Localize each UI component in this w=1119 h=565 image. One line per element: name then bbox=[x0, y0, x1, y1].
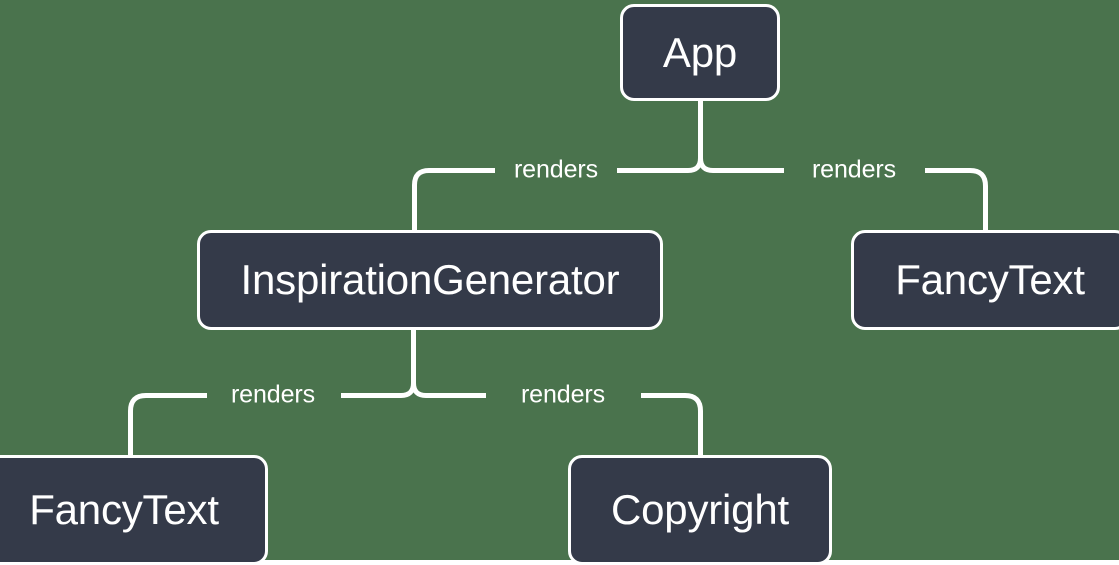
node-inspiration-generator-label: InspirationGenerator bbox=[240, 256, 620, 303]
edge-app-to-fancytext-right-tail bbox=[925, 168, 988, 230]
edge-label-app-to-fancytext-right: renders bbox=[811, 155, 897, 184]
node-inspiration-generator[interactable]: InspirationGenerator bbox=[197, 230, 663, 330]
edge-app-to-fancytext-right bbox=[698, 157, 784, 173]
node-app-label: App bbox=[662, 28, 738, 76]
node-app[interactable]: App bbox=[620, 4, 780, 101]
edge-inspgen-to-fancytext-bottom-tail bbox=[128, 393, 207, 455]
edge-label-inspiration-generator-to-fancytext-bottom: renders bbox=[230, 380, 316, 409]
node-copyright[interactable]: Copyright bbox=[568, 455, 832, 565]
node-fancytext-bottom[interactable]: FancyText bbox=[0, 455, 268, 565]
edge-app-to-inspgen-tail bbox=[412, 168, 495, 230]
edge-app-to-inspgen bbox=[617, 157, 703, 173]
edge-inspgen-to-copyright bbox=[411, 382, 486, 398]
node-fancytext-bottom-label: FancyText bbox=[29, 486, 219, 533]
edge-inspgen-to-fancytext-bottom bbox=[341, 382, 416, 398]
edge-inspgen-to-copyright-tail bbox=[641, 393, 703, 455]
node-copyright-label: Copyright bbox=[611, 486, 789, 533]
node-fancytext-right[interactable]: FancyText bbox=[851, 230, 1119, 330]
edge-label-app-to-inspiration-generator: renders bbox=[513, 155, 599, 184]
node-fancytext-right-label: FancyText bbox=[895, 256, 1085, 303]
edge-label-inspiration-generator-to-copyright: renders bbox=[520, 380, 606, 409]
